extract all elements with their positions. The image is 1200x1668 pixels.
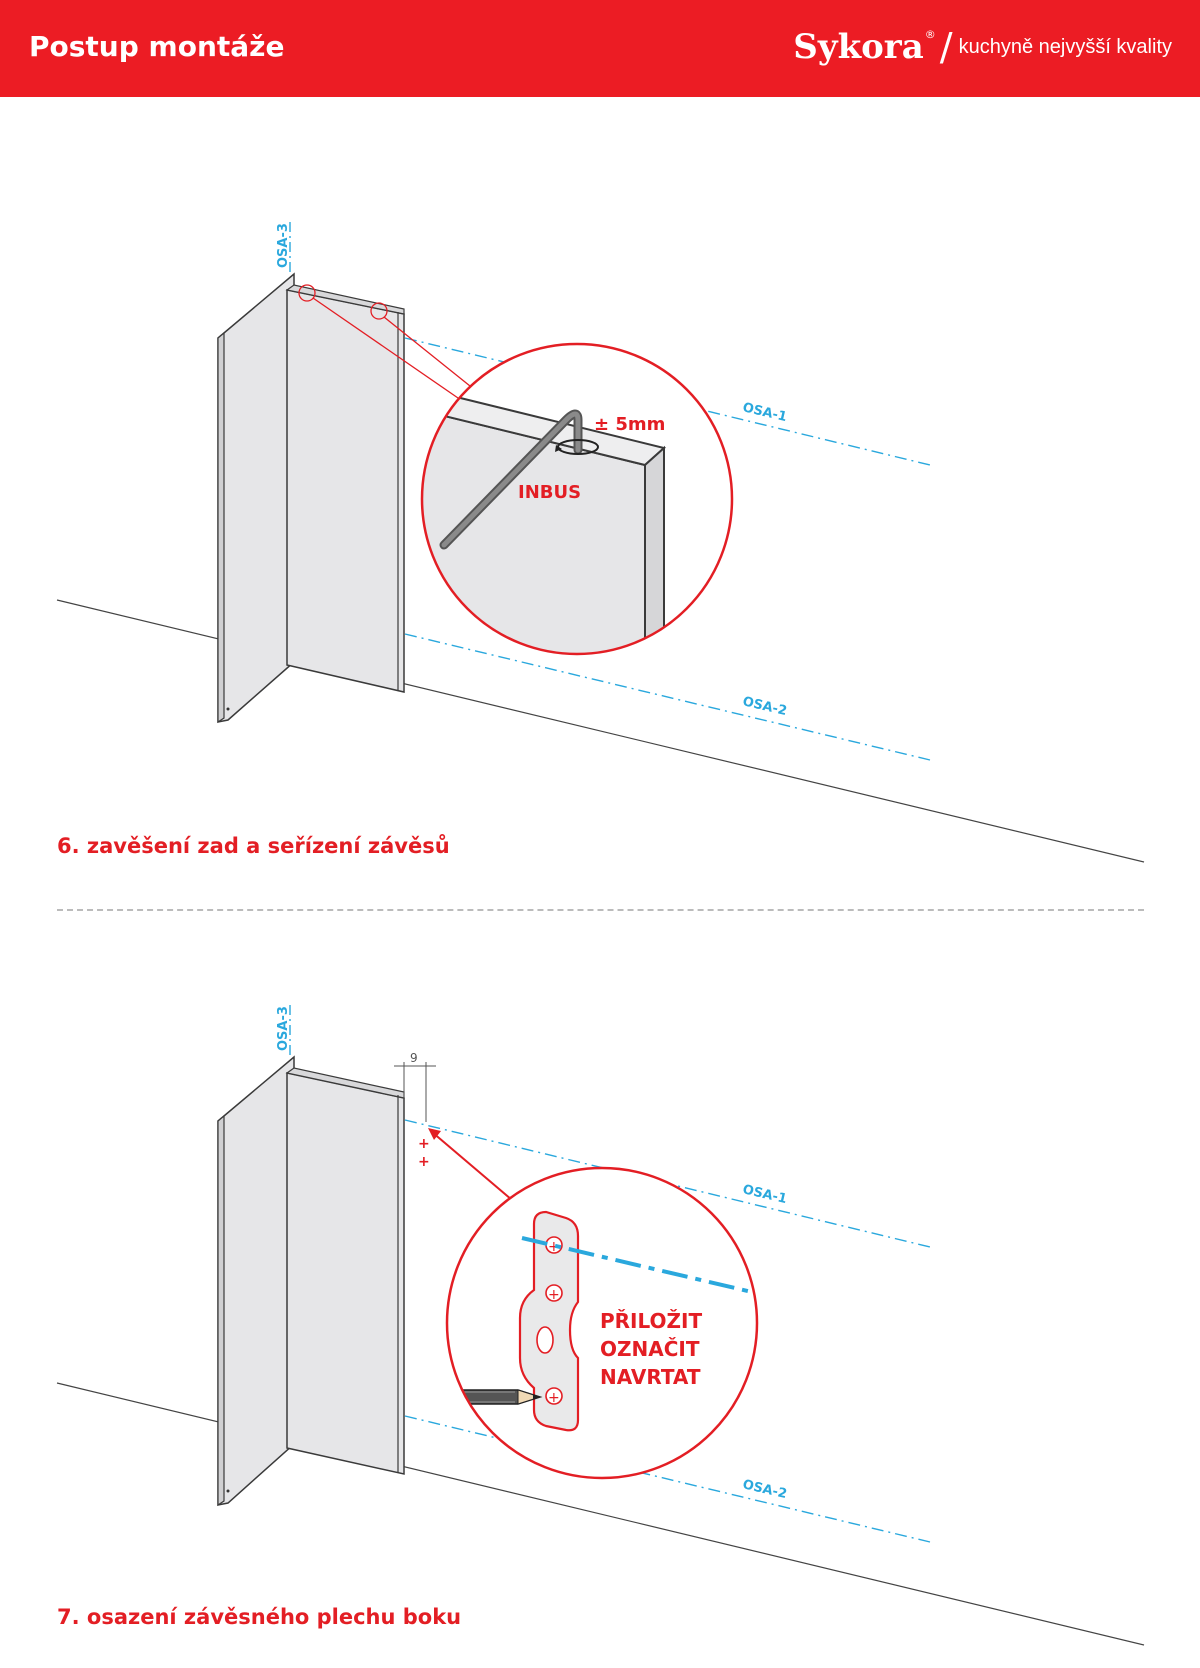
leader-line-1 [312,297,459,399]
back-panel-top [285,284,405,315]
axis-line-osa2-7 [404,1415,931,1543]
axis-label-osa3: OSA-3 [276,223,291,268]
detail-circle-6 [420,342,734,656]
marker-circle-right [370,302,388,320]
back-panel-7 [286,1072,405,1475]
panel-dot-7 [226,1489,230,1493]
svg-text:+: + [548,1239,560,1255]
instruction-attach: PŘILOŽIT [600,1309,702,1333]
side-panel-left-7 [217,1055,295,1506]
page-title: Postup montáže [29,30,285,63]
svg-text:+: + [548,1287,560,1303]
mark-plus-1: + [418,1136,430,1152]
brand-name: Sykora [793,27,924,67]
registered-mark: ® [924,27,936,41]
marker-circle-left [298,284,316,302]
tool-label: INBUS [518,482,581,503]
leader-line-2 [383,316,471,387]
mark-plus-2: + [418,1154,430,1170]
dimension-label: 9 [410,1051,418,1065]
side-panel-edge [217,331,225,724]
section-divider [57,909,1144,911]
step6-title: 6. zavěšení zad a seřízení závěsů [57,834,450,858]
instruction-mark: OZNAČIT [600,1337,700,1361]
side-panel-edge-7 [217,1114,225,1507]
detail-circle-7-content: + + + [447,1168,757,1478]
brand-slash: / [939,25,953,69]
brand-tagline: kuchyně nejvyšší kvality [958,35,1172,58]
axis-label-osa2-7: OSA-2 [741,1477,788,1502]
arrow-head-top [428,1128,441,1140]
panel-dot [226,707,230,711]
axis-line-osa2 [404,633,931,761]
step6-illustration: OSA-3 OSA-1 OSA-2 INBUS ± 5mm [56,222,1145,863]
brand-logo: Sykora ® / kuchyně nejvyšší kvality [793,22,1172,72]
page-header: Postup montáže Sykora ® / kuchyně nejvyš… [0,0,1200,97]
adjust-label: ± 5mm [594,414,665,435]
instruction-drill: NAVRTAT [600,1365,701,1389]
svg-text:+: + [548,1390,560,1406]
detail-circle-7 [445,1166,759,1480]
axis-label-osa3-7: OSA-3 [276,1006,291,1051]
step7-title: 7. osazení závěsného plechu boku [57,1605,462,1629]
